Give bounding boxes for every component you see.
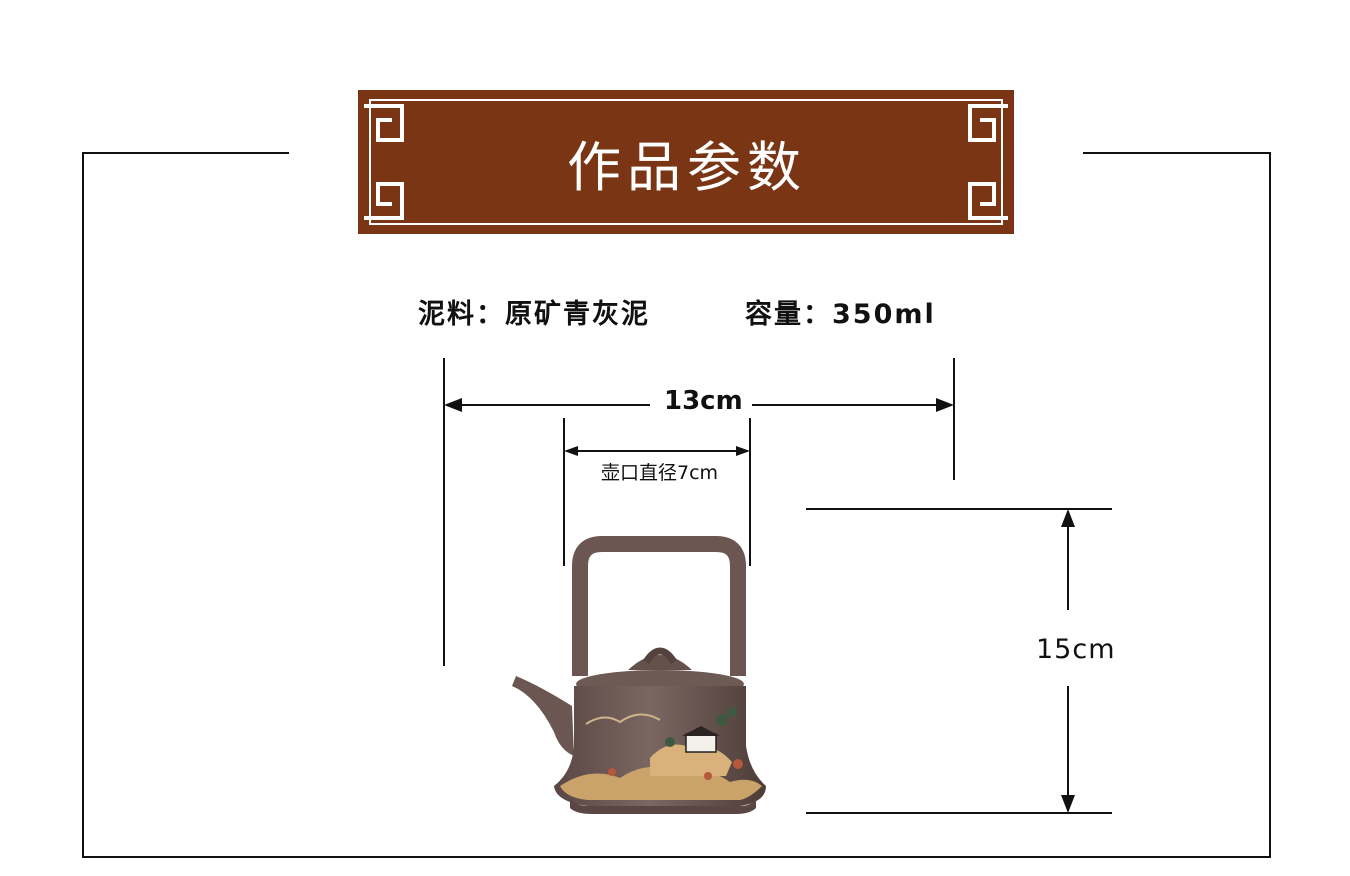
material-label: 泥料： (418, 299, 505, 330)
frame-right (1269, 152, 1271, 858)
frame-bottom (82, 856, 1271, 858)
material-spec: 泥料：原矿青灰泥 (418, 292, 650, 331)
capacity-label: 容量： (745, 299, 832, 330)
width-label: 13cm (664, 386, 743, 416)
capacity-value: 350ml (832, 299, 936, 330)
capacity-spec: 容量：350ml (745, 292, 936, 331)
mouth-diameter-label: 壶口直径7cm (601, 462, 719, 484)
frame-top-left (82, 152, 289, 154)
title-banner (358, 90, 1014, 234)
height-label: 15cm (1036, 634, 1116, 665)
frame-top-right (1083, 152, 1271, 154)
teapot-photo (512, 536, 766, 814)
frame-left (82, 152, 84, 858)
page-title: 作品参数 (567, 135, 807, 199)
material-value: 原矿青灰泥 (505, 299, 650, 330)
